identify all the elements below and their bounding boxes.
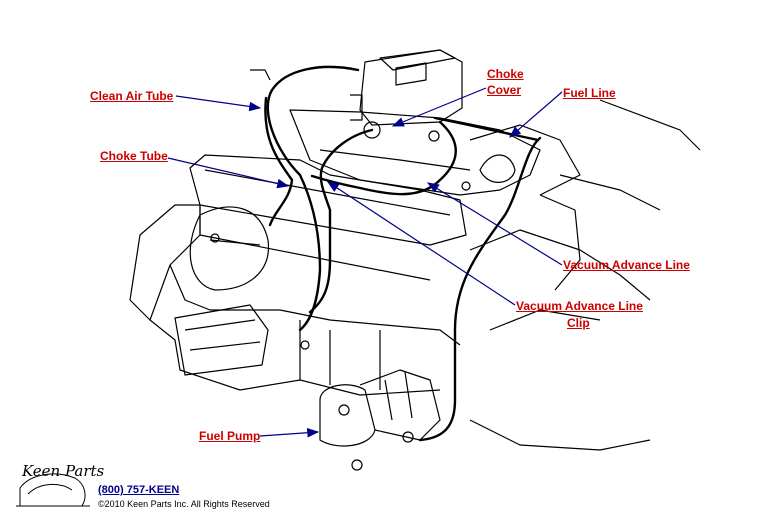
tubes-and-lines (264, 65, 542, 442)
label-fuel-line[interactable]: Fuel Line (563, 86, 616, 100)
keen-parts-logo-sketch (16, 473, 90, 507)
label-choke-tube[interactable]: Choke Tube (100, 149, 168, 163)
copyright-text: ©2010 Keen Parts Inc. All Rights Reserve… (98, 499, 270, 509)
label-clean-air-tube[interactable]: Clean Air Tube (90, 89, 174, 103)
leader-clean-air-tube (175, 95, 262, 112)
label-choke-cover-line2[interactable]: Cover (487, 83, 522, 97)
leader-lines (167, 87, 563, 438)
label-choke-cover-line1[interactable]: Choke (487, 67, 524, 81)
label-vacuum-advance-line-clip-line2[interactable]: Clip (567, 316, 590, 330)
leader-choke-tube (167, 157, 290, 189)
phone-number[interactable]: (800) 757-KEEN (98, 484, 180, 496)
leader-choke-cover (391, 87, 487, 127)
choke-tube-path (308, 128, 374, 314)
label-fuel-pump[interactable]: Fuel Pump (199, 429, 261, 443)
clean-air-tube-path (266, 65, 360, 332)
leader-vacuum-advance-line-clip (326, 181, 516, 306)
label-vacuum-advance-line-clip-line1[interactable]: Vacuum Advance Line (516, 299, 643, 313)
leader-fuel-pump (259, 427, 320, 438)
leader-fuel-line (509, 91, 563, 138)
label-vacuum-advance-line[interactable]: Vacuum Advance Line (563, 258, 690, 272)
engine-block-sketch (129, 49, 701, 471)
keen-parts-logo: Keen Parts (22, 462, 105, 480)
leader-vacuum-advance-line (426, 182, 563, 266)
fuel-line-path (418, 136, 542, 442)
